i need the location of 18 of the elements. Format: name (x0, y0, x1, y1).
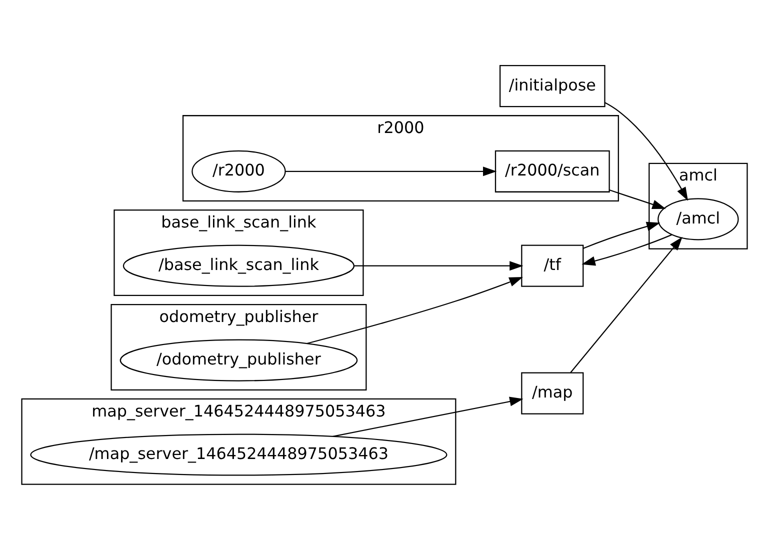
node-ellipse: /base_link_scan_link (122, 244, 355, 287)
node-ellipse: /amcl (658, 198, 739, 240)
arrow (604, 102, 688, 201)
node-box: /map (521, 372, 584, 414)
node-box: /tf (521, 244, 584, 287)
arrow (582, 234, 672, 266)
arrow (285, 166, 497, 176)
node-ellipse: /odometry_publisher (120, 339, 358, 382)
node-ellipse: /r2000 (192, 150, 286, 192)
arrow (570, 236, 682, 373)
arrow (306, 277, 523, 344)
node-box: /r2000/scan (494, 150, 610, 192)
node-box: /initialpose (499, 64, 606, 108)
arrow (354, 261, 524, 271)
arrow (332, 396, 524, 437)
arrow (609, 189, 666, 210)
node-ellipse: /map_server_1464524448975053463 (30, 434, 448, 476)
arrow (583, 222, 660, 249)
